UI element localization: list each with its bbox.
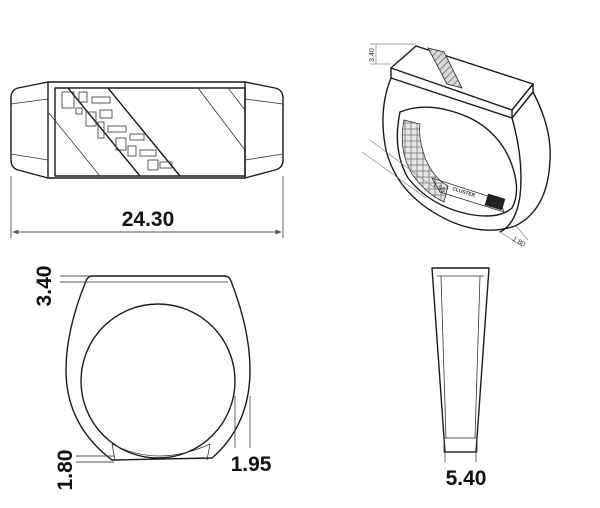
front-view: 3.40 1.80 1.95 — [33, 266, 272, 491]
width-dimension: 5.40 — [446, 467, 487, 490]
side-view-inner-left — [440, 275, 447, 439]
top-view-left-cap — [10, 81, 49, 179]
front-view-band-left — [111, 443, 116, 461]
iso-side-ext — [369, 139, 433, 187]
top-view-right-cap — [244, 81, 284, 179]
iso-top-plate-front — [390, 67, 513, 119]
iso-bottom-ext-2 — [515, 225, 529, 241]
iso-top-plate — [390, 45, 534, 111]
iso-hatched-inlay — [427, 47, 463, 89]
iso-dark-inlay — [484, 193, 506, 211]
side-view-outline — [431, 267, 490, 453]
iso-top-plate-side — [511, 83, 534, 119]
top-view-left-cap-edge-bottom — [10, 153, 49, 161]
top-view-panel — [54, 87, 246, 177]
iso-ring-outer — [382, 77, 551, 231]
isometric-view: CLUSTER 3.40 1.95 1.80 — [361, 43, 551, 249]
top-height-dimension: 3.40 — [33, 266, 56, 307]
front-view-inner-bore — [80, 303, 236, 459]
side-thickness-dimension: 1.95 — [231, 453, 272, 476]
iso-bottom-ext — [499, 231, 523, 247]
side-view: 5.40 — [431, 267, 490, 490]
top-view-left-cap-edge-top — [10, 98, 49, 105]
top-view: 24.30 — [10, 81, 284, 238]
side-view-bottom-band — [443, 437, 478, 453]
top-view-reflection — [197, 87, 246, 152]
top-view-diagonal-band — [61, 88, 181, 176]
top-view-right-cap-edge-top — [244, 98, 284, 105]
front-view-outer-profile — [65, 275, 251, 461]
iso-height-dimension: 3.40 — [369, 48, 376, 62]
iso-inner-opening — [396, 106, 518, 217]
length-dimension: 24.30 — [122, 208, 175, 231]
iso-side-ext-2 — [361, 151, 427, 199]
top-view-right-cap-edge-bottom — [244, 153, 284, 161]
top-view-body — [47, 81, 246, 179]
top-view-facet-line — [47, 111, 101, 177]
bottom-thickness-dimension: 1.80 — [54, 450, 77, 491]
iso-engraving-band — [431, 177, 505, 213]
iso-inner-weave — [401, 119, 449, 203]
iso-bottom-dimension: 1.80 — [511, 236, 526, 249]
front-view-bottom-band — [111, 443, 211, 457]
iso-ring-shank — [499, 117, 522, 233]
front-view-band-right — [206, 443, 211, 461]
side-view-inner-right — [474, 275, 481, 439]
